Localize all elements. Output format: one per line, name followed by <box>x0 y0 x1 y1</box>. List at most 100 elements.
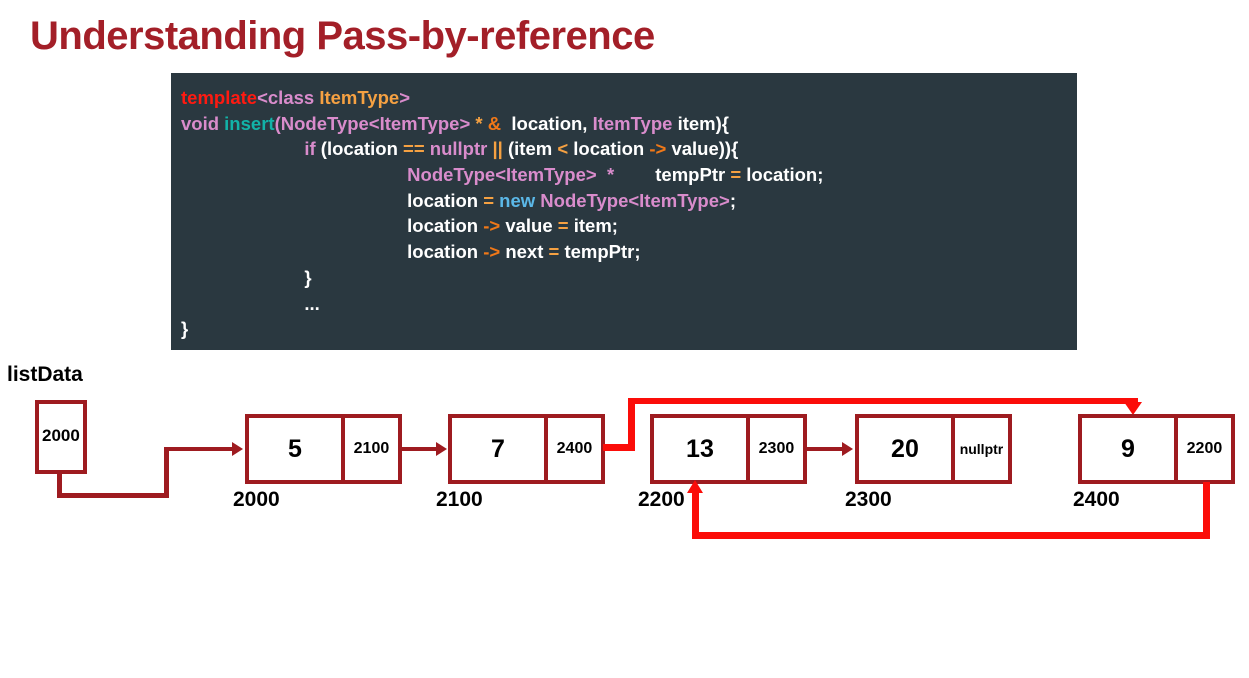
code-token: tempPtr <box>614 164 731 186</box>
node-pointer: 2200 <box>1173 418 1231 480</box>
code-token: = <box>548 241 560 263</box>
redpath-a-right2 <box>628 398 1138 404</box>
node-pointer: nullptr <box>950 418 1008 480</box>
head-pointer-box: 2000 <box>35 400 87 474</box>
node3-to-node4-arrowhead <box>842 442 853 456</box>
node3-to-node4-line <box>806 447 844 451</box>
redpath-a-arrowhead <box>1124 402 1142 415</box>
node1-to-node2-arrowhead <box>436 442 447 456</box>
code-token: < <box>557 138 569 160</box>
node-value: 7 <box>491 434 505 463</box>
code-token: location <box>407 189 484 211</box>
head-connector-down <box>57 470 62 498</box>
code-token: > <box>399 87 410 108</box>
list-node: 13 2300 <box>650 414 807 484</box>
head-connector-to-node <box>164 447 234 451</box>
redpath-b-arrowhead <box>687 480 703 493</box>
redpath-a-up <box>628 398 635 448</box>
node1-to-node2-line <box>400 447 438 451</box>
node-pointer: 2100 <box>340 418 398 480</box>
code-line: if (location == nullptr || (item < locat… <box>181 136 1077 162</box>
code-token: tempPtr; <box>559 241 641 263</box>
node-address: 2400 <box>1073 488 1120 511</box>
code-token: location <box>568 138 650 160</box>
code-token: ItemType <box>592 112 673 134</box>
head-pointer-value: 2000 <box>42 426 80 445</box>
node-value: 5 <box>288 434 302 463</box>
list-node: 5 2100 <box>245 414 402 484</box>
node-address: 2000 <box>233 488 280 511</box>
code-token: < <box>257 87 268 108</box>
code-token: = <box>483 189 495 211</box>
code-token: void <box>181 112 225 134</box>
head-connector-right <box>57 493 169 498</box>
code-line: void insert(NodeType<ItemType> * & locat… <box>181 111 1077 137</box>
node-value: 13 <box>686 434 714 463</box>
code-token: NodeType<ItemType> <box>540 189 730 211</box>
code-token: -> <box>649 138 667 160</box>
code-line: } <box>181 265 1077 291</box>
linked-list-diagram: listData 2000 5 2100 2000 7 2400 2100 13… <box>0 352 1249 678</box>
code-token: template <box>181 87 258 108</box>
list-node: 7 2400 <box>448 414 605 484</box>
code-token: next <box>500 241 549 263</box>
code-token: (item <box>502 138 558 160</box>
code-token: } <box>304 266 312 288</box>
code-token: insert <box>224 112 275 134</box>
listdata-label: listData <box>7 363 83 386</box>
node-pointer: 2300 <box>745 418 803 480</box>
node-address: 2100 <box>436 488 483 511</box>
list-node: 9 2200 <box>1078 414 1235 484</box>
redpath-b-left <box>692 532 1210 539</box>
code-token: == <box>403 138 425 160</box>
head-connector-up <box>164 447 169 498</box>
code-token: = <box>730 164 742 186</box>
code-token: location <box>407 215 484 237</box>
code-token: ; <box>729 189 736 211</box>
node-address: 2300 <box>845 488 892 511</box>
code-line: NodeType<ItemType> * tempPtr = location; <box>181 162 1077 188</box>
code-token: if <box>304 138 316 160</box>
code-token: & <box>487 112 502 134</box>
redpath-a-right1 <box>603 444 635 451</box>
list-node: 20 nullptr <box>855 414 1012 484</box>
node-value: 9 <box>1121 434 1135 463</box>
node-value: 20 <box>891 434 919 463</box>
code-token: * <box>475 112 483 134</box>
code-token: nullptr <box>429 138 488 160</box>
code-token: location <box>407 241 484 263</box>
code-token: * <box>606 164 615 186</box>
code-token: ( <box>274 112 281 134</box>
code-token: value <box>500 215 558 237</box>
code-token: NodeType<ItemType> <box>407 164 597 186</box>
code-snippet-block: template<class ItemType>void insert(Node… <box>171 73 1077 350</box>
code-token: || <box>492 138 503 160</box>
code-token: new <box>499 189 536 211</box>
page-title: Understanding Pass-by-reference <box>30 14 655 58</box>
code-token: item){ <box>672 112 729 134</box>
code-token <box>597 164 607 185</box>
code-token: } <box>181 318 189 340</box>
code-token: ... <box>304 292 320 314</box>
code-token: class <box>267 87 320 108</box>
code-line: location -> next = tempPtr; <box>181 239 1077 265</box>
code-line: ... <box>181 291 1077 317</box>
redpath-b-down <box>1203 482 1210 538</box>
code-line: location -> value = item; <box>181 213 1077 239</box>
node-address: 2200 <box>638 488 685 511</box>
code-token: = <box>557 215 569 237</box>
code-token: -> <box>483 215 501 237</box>
code-line: } <box>181 316 1077 342</box>
node-pointer: 2400 <box>543 418 601 480</box>
redpath-b-up <box>692 492 699 539</box>
code-token: location, <box>501 112 593 134</box>
code-token: -> <box>483 241 501 263</box>
code-token: ItemType <box>319 87 400 108</box>
code-token: location; <box>741 164 824 186</box>
code-token: NodeType<ItemType> <box>280 112 471 134</box>
head-arrowhead <box>232 442 243 456</box>
code-token: value)){ <box>666 138 739 160</box>
code-token: (location <box>315 138 404 160</box>
code-token: item; <box>568 215 618 237</box>
code-line: template<class ItemType> <box>181 85 1077 111</box>
